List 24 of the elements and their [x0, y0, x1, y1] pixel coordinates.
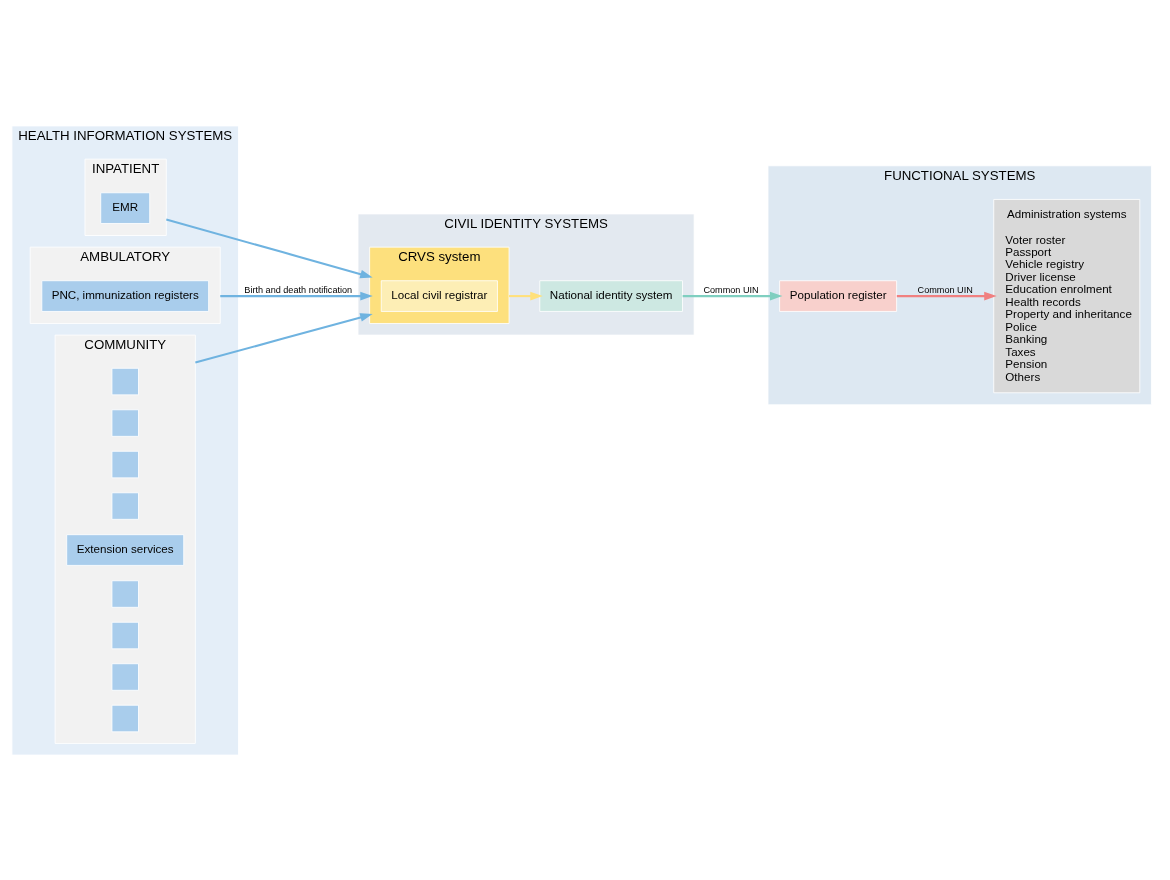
arrow: [896, 291, 997, 300]
node-box: Local civil registrar: [380, 279, 498, 312]
node-box: [111, 621, 139, 649]
node-box: [111, 367, 139, 395]
node-box: PNC, immunization registers: [41, 279, 210, 312]
node-box: [111, 450, 139, 478]
arrow: [220, 291, 373, 300]
node-box: Extension services: [66, 533, 185, 566]
edge-label: Birth and death notification: [244, 284, 353, 295]
arrow: [166, 217, 373, 278]
node-box: [111, 662, 139, 691]
node-box: National identity system: [539, 279, 683, 312]
edge-label: Common UIN: [703, 284, 759, 295]
node-box: [111, 704, 139, 732]
node-box: EMR: [100, 191, 151, 224]
arrow: [195, 312, 373, 364]
node-box: Population register: [779, 279, 898, 312]
node-box: [111, 579, 139, 608]
node-box: [111, 491, 139, 520]
node-box: Administration systems Voter roster Passport Vehicle registry Driver license Education enrolment Health records Property and inheritance Police Banking Taxes Pension Others: [993, 198, 1141, 393]
edge-label: Common UIN: [917, 284, 973, 295]
node-box: [111, 408, 139, 437]
arrow: [682, 291, 783, 300]
arrow: [509, 291, 543, 300]
